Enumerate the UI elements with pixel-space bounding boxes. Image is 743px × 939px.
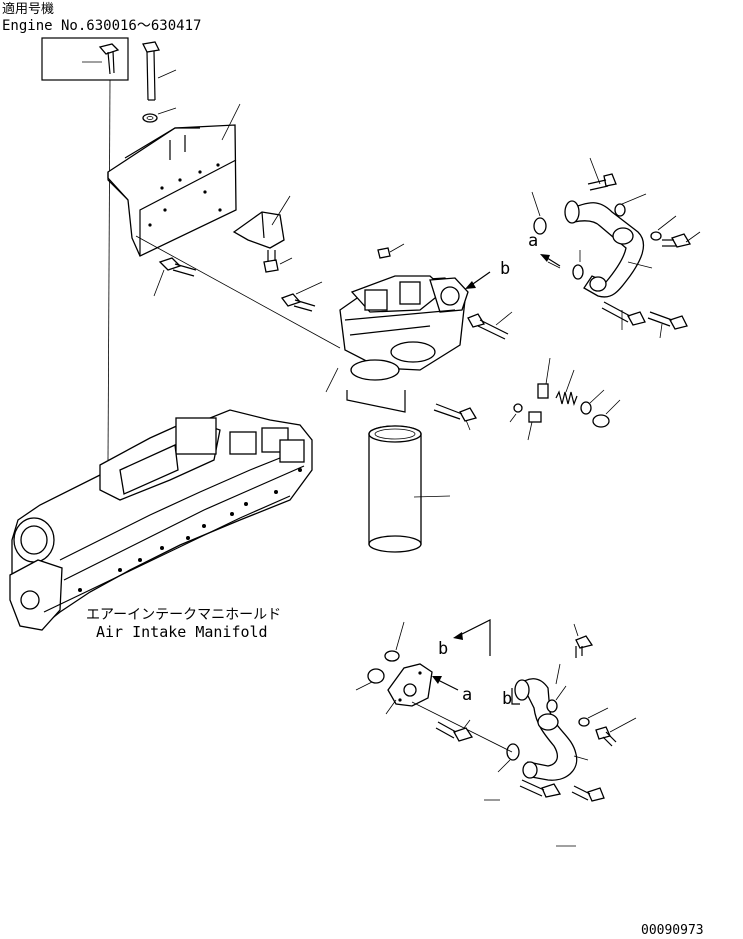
o-ring-small-icon: [509, 403, 523, 423]
boxed-bolt-group: [41, 37, 129, 461]
lower-o-ring-4-icon: [497, 743, 520, 773]
bolt-mid-icon: [280, 281, 323, 312]
head-bolt-lower-icon: [433, 403, 477, 431]
pipe-o-ring-3-icon: [614, 193, 647, 217]
svg-text:b: b: [438, 639, 448, 659]
svg-text:b: b: [500, 259, 510, 279]
gasket-icon: [580, 389, 605, 415]
pipe-bolt-3-icon: [601, 301, 646, 330]
bolt-left-icon: [153, 257, 197, 297]
plug-icon: [377, 243, 405, 259]
callout-b-upper: b: [465, 259, 510, 289]
adapter-plate: [385, 663, 433, 715]
svg-text:a: a: [528, 231, 538, 251]
spring-icon: [555, 369, 578, 407]
lower-o-ring-3-icon: [546, 685, 567, 713]
callout-a-upper: a: [528, 231, 561, 267]
filter-element: [346, 390, 451, 553]
head-bolt-right-icon: [467, 311, 513, 340]
pipe-o-ring-1-icon: [531, 191, 547, 235]
callout-b-lower-bracket: [511, 688, 520, 705]
manifold-label-english: Air Intake Manifold: [96, 623, 268, 641]
air-intake-manifold: [9, 409, 313, 631]
mounting-bracket-plate: [107, 103, 241, 257]
pipe-o-ring-2-icon: [572, 250, 584, 280]
lower-alignment-line: [411, 701, 513, 753]
svg-text:a: a: [462, 685, 472, 705]
bolt-icon: [98, 43, 120, 75]
figure-number: 00090973: [641, 923, 704, 938]
bracket-bolt-icon: [263, 250, 293, 273]
connection-line: [547, 261, 561, 269]
relief-valve-icon: [537, 357, 551, 399]
lower-bolt-bottom-2-icon: [571, 785, 605, 802]
pipe-bolt-2-icon: [662, 231, 701, 248]
lower-o-ring-1-icon: [384, 621, 405, 662]
lower-bolt-right-icon: [595, 717, 637, 747]
lower-pipe-assembly: [514, 663, 589, 781]
washer-icon: [142, 107, 177, 123]
applicable-label: 適用号機: [2, 1, 54, 17]
engine-serial-range: Engine No.630016～630417: [2, 18, 201, 34]
manifold-label-japanese: エアーインテークマニホールド: [86, 607, 281, 623]
lower-bolt-left-icon: [435, 719, 474, 742]
filter-head: [325, 275, 469, 393]
lower-washer-icon: [578, 707, 609, 727]
upper-pipe-assembly: [564, 200, 653, 298]
pipe-bolt-4-icon: [647, 311, 688, 339]
pipe-washer-icon: [650, 215, 677, 241]
lower-o-ring-2-icon: [355, 668, 385, 691]
callout-a-lower: a: [432, 676, 472, 705]
long-bolt-icon: [142, 41, 177, 101]
plug-cap-icon: [592, 399, 621, 428]
callout-b-lower: b: [438, 619, 491, 659]
lower-bolt-bottom-1-icon: [519, 779, 562, 798]
small-bracket: [232, 195, 291, 249]
pipe-bolt-1-icon: [587, 157, 617, 191]
callout-b-lower-pipe: b: [502, 689, 512, 709]
fitting-icon: [527, 411, 542, 441]
lower-bolt-top-icon: [573, 623, 594, 658]
alignment-line: [135, 235, 341, 349]
